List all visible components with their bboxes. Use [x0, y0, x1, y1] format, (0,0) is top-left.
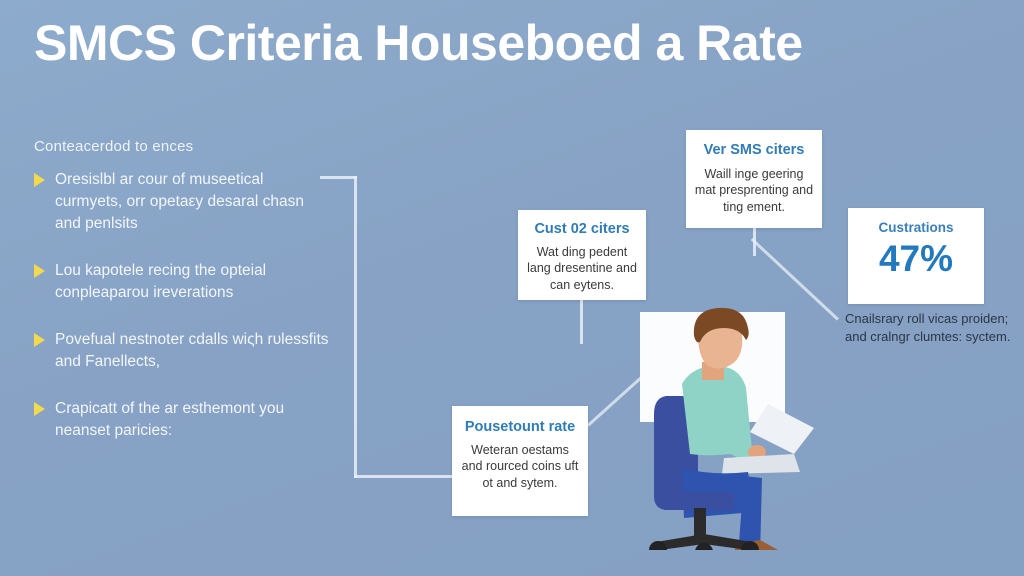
list-item: Oresislbl ar cour of museetical curmyets…	[34, 169, 334, 235]
arrow-bullet-icon	[34, 173, 45, 187]
bullet-text: Crapicatt of the ar esthemont you neanse…	[55, 400, 285, 439]
page-title: SMCS Criteria Houseboed a Rate	[34, 15, 803, 71]
card-title: Pousetount rate	[464, 419, 576, 435]
stat-card-title: Custrations	[878, 220, 954, 235]
left-panel-heading: Conteacerdod to ences	[34, 138, 194, 155]
arrow-bullet-icon	[34, 264, 45, 278]
stat-value: 47%	[878, 237, 954, 279]
left-content-column: Conteacerdod to ences Oresislbl ar cour …	[34, 138, 334, 467]
list-item: Povefual nestnoter cdalls wiςh rυlessfit…	[34, 329, 334, 373]
info-card-bottom[interactable]: Pousetount rate Weteran oestams and rour…	[452, 406, 588, 516]
connector-left-vertical	[354, 176, 357, 478]
connector-left-bottom-horizontal	[354, 475, 454, 478]
stat-card[interactable]: Custrations 47%	[848, 208, 984, 304]
bullet-text: Povefual nestnoter cdalls wiςh rυlessfit…	[55, 331, 329, 370]
arrow-bullet-icon	[34, 333, 45, 347]
card-body: Wat ding pedent lang dresentine and can …	[527, 244, 637, 292]
list-item: Lou kapotele recing the opteial conpleap…	[34, 260, 334, 304]
info-card-top[interactable]: Ver SMS citers Waill inge geering mat pr…	[686, 130, 822, 228]
bullet-text: Lou kapotele recing the opteial conpleap…	[55, 262, 267, 301]
info-card-middle[interactable]: Cust 02 citers Wat ding pedent lang dres…	[518, 210, 646, 300]
card-title: Ver SMS citers	[703, 142, 805, 158]
connector-top-card-vertical	[753, 228, 756, 256]
card-body: Waill inge geering mat presprenting and …	[694, 166, 814, 214]
arrow-bullet-icon	[34, 402, 45, 416]
card-body: Weteran oestams and rourced coins uft ot…	[461, 442, 579, 490]
connector-left-top-horizontal	[320, 176, 357, 179]
bullet-text: Oresislbl ar cour of museetical curmyets…	[55, 171, 304, 232]
stat-caption: Cnailsrary roll vicas proiden; and craln…	[845, 311, 1011, 345]
person-at-laptop-illustration	[649, 307, 814, 550]
illustration-person-at-laptop	[620, 300, 850, 550]
card-title: Cust 02 citers	[534, 221, 630, 237]
list-item: Crapicatt of the ar esthemont you neanse…	[34, 398, 334, 442]
connector-mid-card-vertical	[580, 300, 583, 344]
